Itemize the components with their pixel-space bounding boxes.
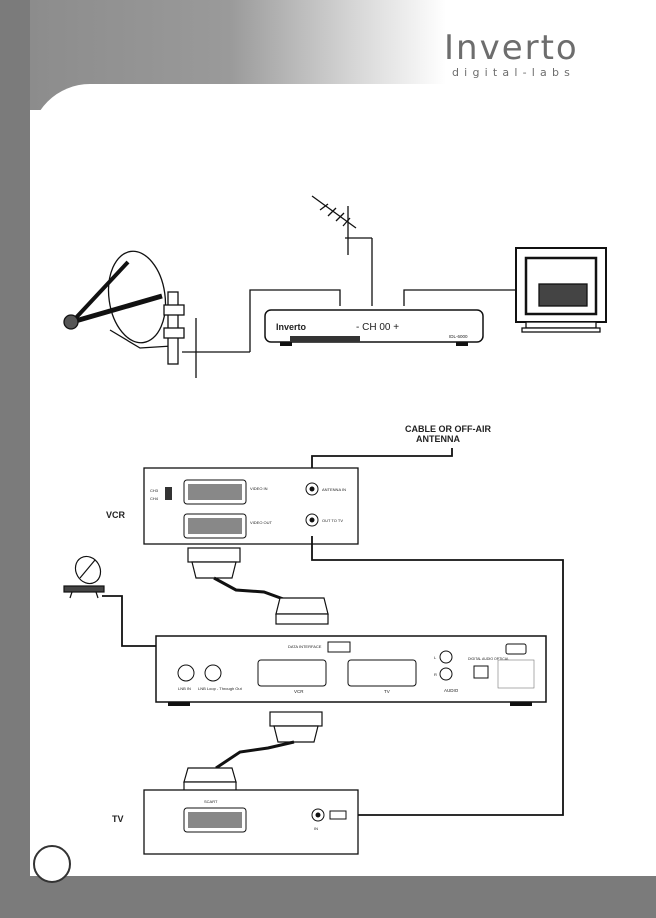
scart-cable-upper [187, 547, 329, 625]
rf-cable [311, 536, 564, 816]
terrestrial-antenna-icon [311, 195, 373, 306]
bottom-frame [0, 876, 656, 918]
rear-audio-l-label: L [434, 655, 437, 660]
left-frame [0, 0, 30, 918]
logo-tagline: digital-labs [452, 66, 576, 79]
antenna-cable [311, 448, 453, 478]
vcr-ch4-label: CH4 [150, 496, 159, 501]
antenna-label-line1: CABLE OR OFF-AIR [405, 424, 491, 434]
receiver-brand: Inverto [276, 322, 307, 332]
antenna-label-line2: ANTENNA [416, 434, 460, 444]
tv-label: TV [112, 814, 124, 824]
vcr-out-to-tv-label: OUT TO TV [322, 518, 343, 523]
receiver-model: IDL-6000 [449, 334, 468, 339]
satellite-dish-icon [63, 250, 341, 378]
receiver-front-icon: Inverto - CH 00 + IDL-6000 [264, 309, 484, 346]
small-satellite-dish-icon [63, 555, 160, 647]
vcr-antenna-in-label: ANTENNA IN [322, 487, 346, 492]
rear-data-interface-label: DATA INTERFACE [288, 644, 322, 649]
rear-tv-label: TV [384, 689, 390, 694]
tv-icon [403, 247, 607, 333]
rear-digital-audio-label: DIGITAL AUDIO OPTICAL [468, 657, 509, 661]
rear-vcr-label: VCR [294, 689, 304, 694]
vcr-video-out-label: VIDEO OUT [250, 520, 273, 525]
logo-wordmark: Inverto [444, 28, 579, 68]
receiver-rear-panel: DATA INTERFACE LNB IN LNB Loop - Through… [155, 635, 547, 706]
brand-logo: Inverto digital-labs [444, 28, 612, 84]
rear-lnb-loop-label: LNB Loop - Through Out [198, 686, 243, 691]
receiver-display: - CH 00 + [356, 322, 399, 333]
page-number-circle [33, 845, 71, 883]
rear-lnb-in-label: LNB IN [178, 686, 191, 691]
tv-rear-panel: SCART IN [143, 789, 359, 855]
rear-audio-label: AUDIO [444, 688, 459, 693]
scart-cable-lower [183, 711, 323, 793]
rear-audio-r-label: R [434, 672, 437, 677]
vcr-ch3-label: CH3 [150, 488, 159, 493]
vcr-label: VCR [106, 510, 126, 520]
vcr-video-in-label: VIDEO IN [250, 486, 268, 491]
vcr-rear-panel: CH3 CH4 VIDEO IN VIDEO OUT ANTENNA IN OU… [143, 467, 359, 545]
tv-rf-in-label: IN [314, 826, 318, 831]
tv-scart-label: SCART [204, 799, 218, 804]
